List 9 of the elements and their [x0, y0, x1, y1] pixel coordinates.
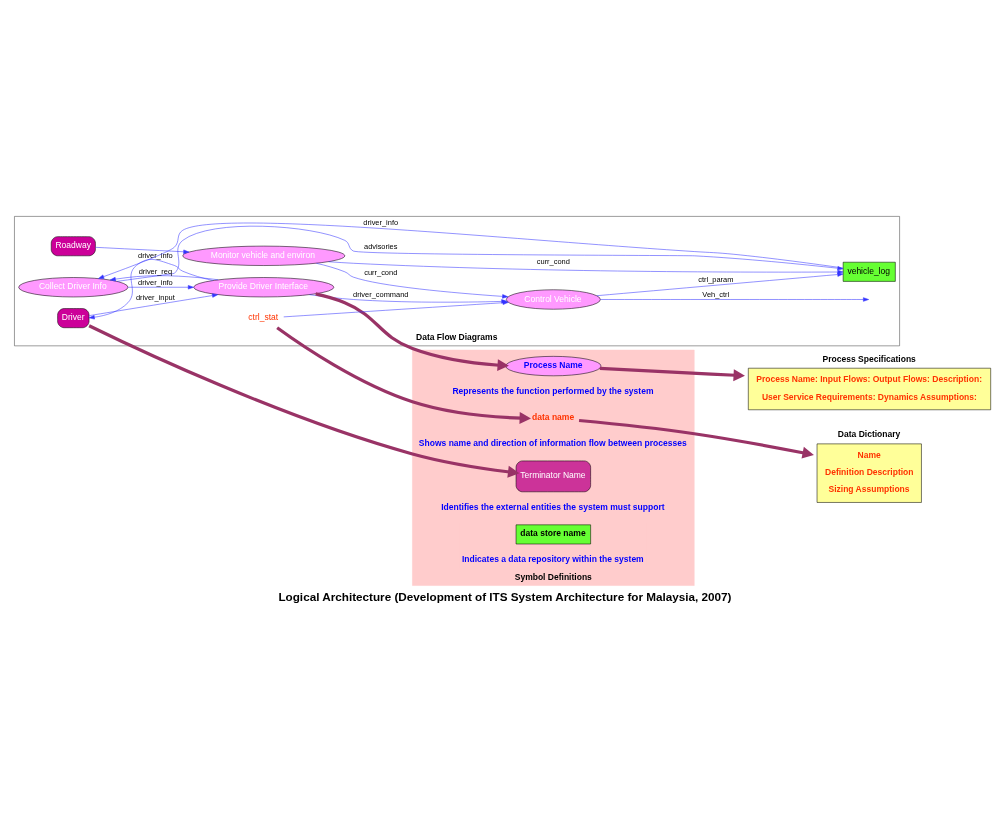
node-text: ctrl_stat — [248, 312, 279, 323]
node-label: Indicates a data repository within the system — [461, 554, 644, 565]
node-label: Data Dictionary — [837, 429, 901, 440]
node-label: Process Specifications — [822, 353, 916, 364]
node-label: Shows name and direction of information flow between processes — [418, 437, 687, 448]
node-text: data name — [532, 411, 575, 422]
node-label: Identifies the external entities the system must support — [441, 501, 665, 512]
caption: Logical Architecture (Development of ITS System Architecture for Malaysia, 2007) — [278, 589, 732, 603]
node-label: Represents the function performed by the system — [452, 385, 654, 396]
